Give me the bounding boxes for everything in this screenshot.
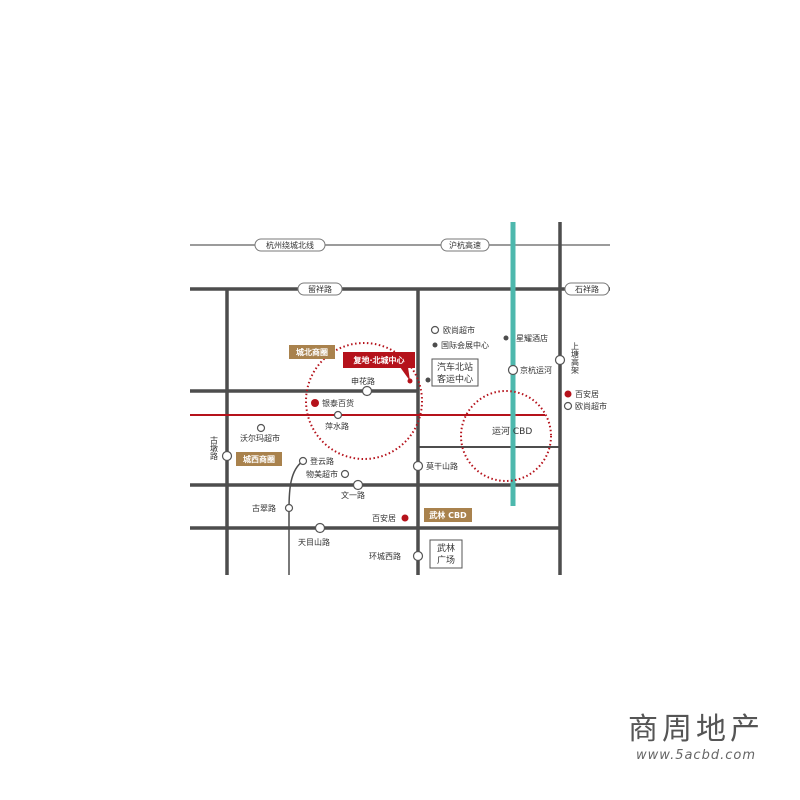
gudun-road-label: 古墩路 xyxy=(210,435,219,460)
canal-cbd-circle xyxy=(460,390,552,482)
svg-text:留祥路: 留祥路 xyxy=(308,284,332,294)
shangtang-station xyxy=(554,354,566,366)
baian-1-dot xyxy=(564,390,572,398)
dengyun-road-label: 登云路 xyxy=(310,456,334,466)
moganshan-station xyxy=(412,460,424,472)
svg-text:武林 CBD: 武林 CBD xyxy=(429,510,467,520)
station-markers xyxy=(221,325,573,562)
project-radius-circle xyxy=(305,342,423,460)
moganshan-road-label: 莫干山路 xyxy=(426,461,458,471)
svg-text:武林: 武林 xyxy=(437,542,455,554)
oushang-2-label: 欧尚超市 xyxy=(575,401,607,411)
shangtang-viaduct-label: 上塘高架 xyxy=(571,342,580,375)
project-callout: 复地·北城中心 xyxy=(343,352,415,381)
bus-station-dot xyxy=(425,377,431,383)
svg-text:城西商圈: 城西商圈 xyxy=(243,454,275,464)
svg-text:汽车北站: 汽车北站 xyxy=(437,361,473,373)
xingguang-dot xyxy=(503,335,509,341)
canal-cbd-label: 运河 CBD xyxy=(492,425,532,437)
shenhua-road-label: 申花路 xyxy=(351,376,375,386)
tianmushan-road-label: 天目山路 xyxy=(298,537,330,547)
huancheng-west-road-label: 环城西路 xyxy=(369,551,401,561)
wumart-station xyxy=(340,469,350,479)
road-network xyxy=(190,222,610,575)
xingguang-hotel-label: 星耀酒店 xyxy=(516,333,548,343)
yintai-dot xyxy=(311,399,319,407)
watermark: 商周地产 www.5acbd.com xyxy=(616,712,776,763)
gucui-curve-road xyxy=(288,460,304,575)
bus-station-box: 汽车北站 客运中心 xyxy=(431,358,479,387)
oushang-station xyxy=(430,325,440,335)
intl-expo-dot xyxy=(432,342,438,348)
pingshui-road-label: 萍水路 xyxy=(325,421,349,431)
gucui-station xyxy=(284,503,294,513)
project-name-label: 复地·北城中心 xyxy=(352,355,404,365)
jinghang-canal-label: 京杭运河 xyxy=(520,365,552,375)
svg-text:沪杭高速: 沪杭高速 xyxy=(449,240,481,250)
wenyi-road-label: 文一路 xyxy=(341,490,365,500)
tianmushan-station xyxy=(314,522,326,534)
oushang-1-label: 欧尚超市 xyxy=(443,325,475,335)
baian-2-label: 百安居 xyxy=(372,513,396,523)
north-business-tag: 城北商圈 xyxy=(289,345,335,359)
yintai-label: 银泰百货 xyxy=(322,398,354,408)
hu-hang-expressway-pill: 沪杭高速 xyxy=(440,238,490,252)
ring-north-pill: 杭州绕城北线 xyxy=(254,238,326,252)
wulin-square-box: 武林 广场 xyxy=(429,539,463,569)
wulin-cbd-tag: 武林 CBD xyxy=(424,508,472,522)
svg-text:城北商圈: 城北商圈 xyxy=(296,347,328,357)
gucui-road-label: 古翠路 xyxy=(252,503,276,513)
intl-expo-label: 国际会展中心 xyxy=(441,340,489,350)
shenhua-station xyxy=(361,385,373,397)
baian-2-dot xyxy=(401,514,409,522)
svg-text:杭州绕城北线: 杭州绕城北线 xyxy=(266,240,314,250)
pingshui-station xyxy=(333,410,343,420)
walmart-label: 沃尔玛超市 xyxy=(240,433,280,443)
oushang-2-station xyxy=(563,401,573,411)
walmart-station xyxy=(256,423,266,433)
baian-1-label: 百安居 xyxy=(575,389,599,399)
gudun-station xyxy=(221,450,233,462)
svg-text:客运中心: 客运中心 xyxy=(437,373,473,385)
svg-text:石祥路: 石祥路 xyxy=(575,284,599,294)
west-business-tag: 城西商圈 xyxy=(236,452,282,466)
wumart-label: 物美超市 xyxy=(306,469,338,479)
huancheng-station xyxy=(412,550,424,562)
watermark-url: www.5acbd.com xyxy=(636,748,756,763)
svg-text:广场: 广场 xyxy=(437,554,455,566)
jinghang-station xyxy=(507,364,519,376)
watermark-title: 商周地产 xyxy=(628,712,764,747)
wenyi-station xyxy=(352,479,364,491)
dexiang-road-pill: 留祥路 xyxy=(297,282,343,296)
shiqiao-road-pill: 石祥路 xyxy=(564,282,610,296)
dengyun-station xyxy=(298,456,308,466)
